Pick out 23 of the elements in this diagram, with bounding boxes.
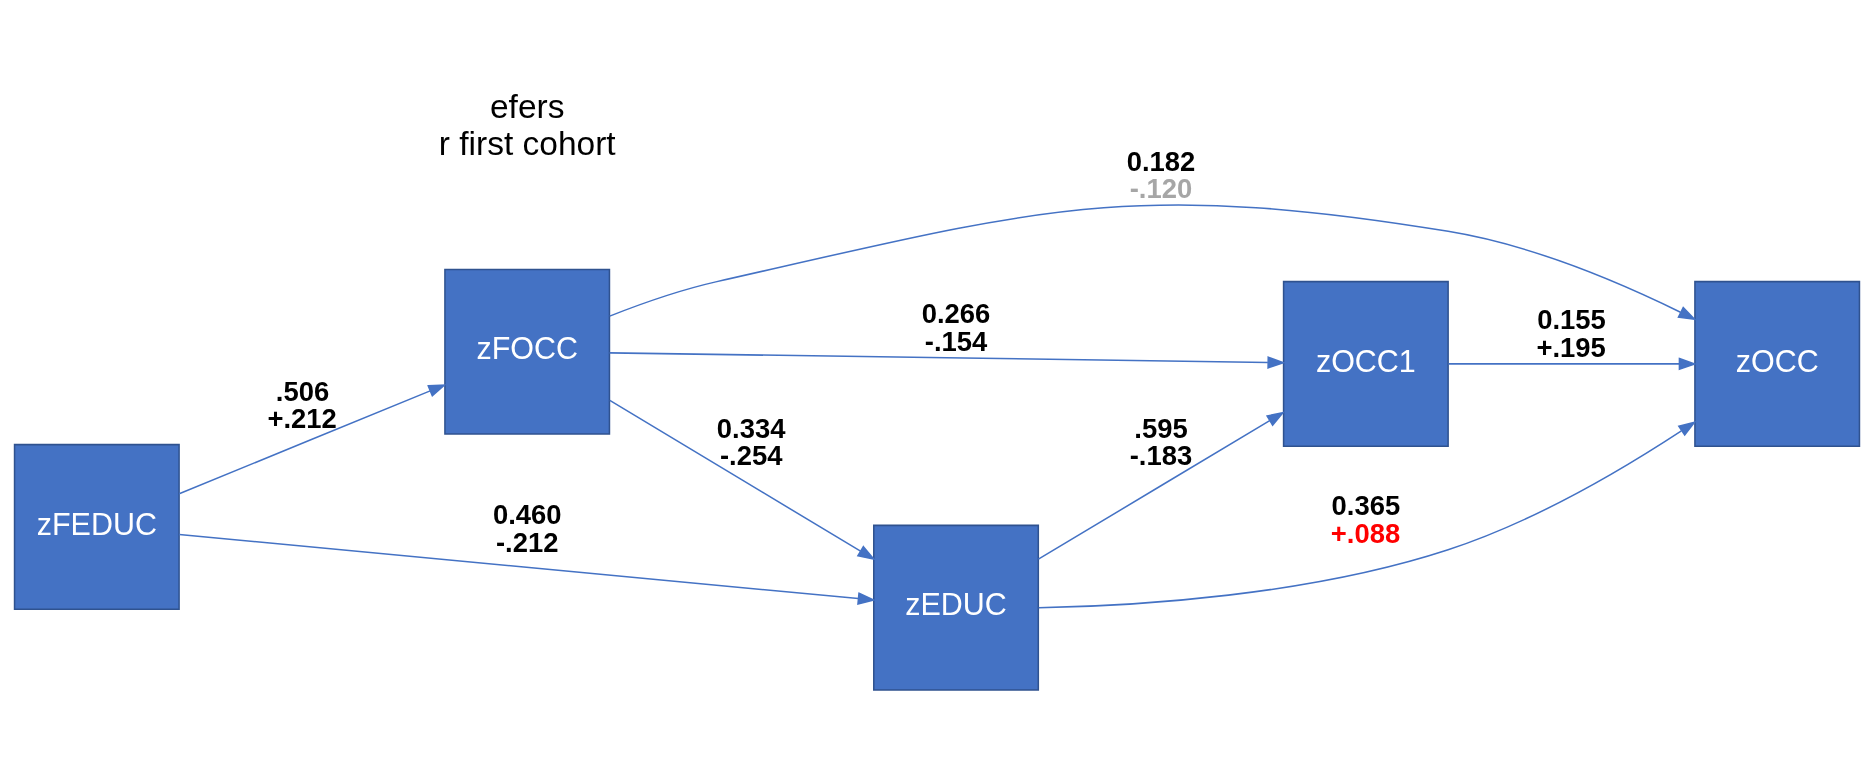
node-box: zEDUC	[873, 524, 1040, 691]
edge-label: 0.155 +.195	[1536, 304, 1606, 363]
label: efers	[489, 88, 565, 125]
edge-label: 0.334 -.254	[716, 412, 786, 472]
edge-label: 0.365 +.088	[1330, 490, 1401, 549]
arrow	[178, 384, 447, 495]
edge-label: .595 -.183	[1129, 412, 1193, 472]
arrow	[609, 399, 876, 561]
edge-label: 0.460 -.212	[492, 499, 562, 558]
node-box: zOCC1	[1282, 280, 1449, 447]
node-box: zFOCC	[444, 268, 611, 435]
node-box: zFEDUC	[13, 443, 180, 610]
arrow	[608, 352, 1286, 369]
edge-label: 0.182 -.120	[1126, 146, 1196, 205]
arrow	[1037, 420, 1697, 609]
arrow	[178, 533, 876, 605]
arrow	[1447, 357, 1697, 371]
arrow	[1037, 411, 1285, 560]
arrow	[608, 204, 1697, 321]
edge-label: 0.266 -.154	[921, 298, 991, 357]
node-box: zOCC	[1694, 280, 1861, 447]
edge-label: .506 +.212	[267, 376, 337, 435]
label: r first cohort	[438, 124, 616, 162]
